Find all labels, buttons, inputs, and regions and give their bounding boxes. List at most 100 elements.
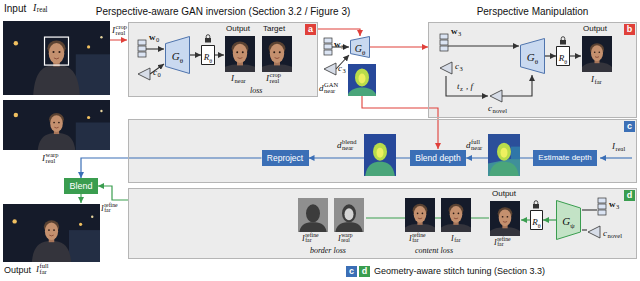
- eye: [279, 51, 281, 53]
- process-box: Blend: [64, 178, 98, 194]
- math-subscript: novel: [493, 108, 507, 115]
- math-symbol: c: [488, 104, 492, 113]
- mouth: [238, 57, 243, 59]
- flow-line: [502, 75, 532, 96]
- process-box: Estimate depth: [533, 150, 597, 166]
- face: [50, 115, 63, 132]
- caption-text: Target: [263, 25, 285, 33]
- math-superscript: crop: [116, 24, 128, 31]
- shirt: [33, 65, 80, 95]
- generator-shape: Gθ: [350, 36, 370, 58]
- face: [499, 209, 512, 226]
- math-subscript: near: [471, 145, 482, 152]
- math-symbol: I: [231, 74, 234, 83]
- math-superscript: blend: [342, 139, 356, 146]
- latent-code: [440, 46, 448, 51]
- caption-text: Geometry-aware stitch tuning (Section 3.…: [374, 267, 545, 276]
- panel-badge: a: [305, 24, 316, 35]
- face: [414, 206, 427, 223]
- building-depth: [511, 147, 520, 160]
- eye: [594, 51, 596, 53]
- math-symbol: w: [334, 40, 341, 49]
- process-label: Blend depth: [415, 153, 460, 163]
- latent-code: [598, 204, 606, 209]
- math-superscript: refine: [412, 233, 426, 239]
- mouth: [418, 218, 422, 220]
- math-superscript: refine: [104, 203, 118, 209]
- process-label: Estimate depth: [538, 153, 591, 162]
- math-symbol: w: [609, 200, 616, 209]
- math-subscript: 3: [343, 68, 346, 75]
- flow-arrow: [318, 29, 360, 36]
- camera-symbol: [138, 68, 150, 80]
- flow-line: [582, 229, 587, 230]
- stage-panel: Perspective-aware GAN inversion (Section…: [128, 22, 318, 97]
- math-subscript: 3: [460, 66, 463, 73]
- flow-arrow: [543, 219, 556, 220]
- depth-map: [348, 64, 376, 96]
- flow-line: [582, 209, 597, 210]
- nose-depth: [501, 148, 508, 158]
- math-subscript: far: [454, 238, 460, 244]
- math-symbol: I: [591, 75, 594, 84]
- eye: [58, 122, 60, 124]
- node-outline-shape: [351, 37, 370, 58]
- lock-body: [205, 38, 211, 43]
- math-symbol: d: [337, 141, 342, 150]
- building: [76, 123, 110, 151]
- border-mask: [334, 198, 364, 232]
- street-lamp: [87, 116, 90, 119]
- renderer-box: Rθ: [530, 210, 543, 230]
- eye: [599, 51, 601, 53]
- head-depth: [355, 68, 369, 86]
- node-outline-shape: [521, 39, 545, 74]
- mask-face: [345, 208, 354, 220]
- network-symbol: R: [559, 53, 565, 63]
- math-subscript: real: [341, 238, 350, 244]
- eye: [507, 216, 509, 218]
- node-outline-shape: [557, 201, 581, 240]
- math-symbol: c: [338, 64, 342, 73]
- street-lamp: [14, 41, 18, 45]
- panel-title: Perspective Manipulation: [477, 6, 589, 18]
- panel-fill: [428, 22, 637, 118]
- legend-letter: c: [346, 266, 357, 277]
- nose-depth: [359, 73, 366, 83]
- math-symbol: I: [338, 235, 341, 243]
- eye: [236, 51, 238, 53]
- math-superscript: crop: [270, 72, 282, 79]
- mouth: [595, 56, 599, 58]
- process-box: Reproject: [262, 150, 309, 166]
- flow-line: [150, 64, 164, 74]
- math-subscript: far: [595, 79, 602, 86]
- math-subscript: real: [37, 7, 48, 14]
- legend-swatch: d: [359, 266, 370, 277]
- network-subscript: θ: [535, 58, 538, 66]
- math-subscript: real: [270, 78, 280, 85]
- body-depth: [489, 162, 519, 176]
- renderer-box: Rθ: [201, 45, 215, 65]
- math-symbol: t: [457, 82, 460, 91]
- math-subscript: real: [116, 30, 126, 37]
- lock-body: [533, 204, 539, 209]
- eye: [53, 122, 55, 124]
- loss-name: content loss: [415, 247, 453, 255]
- process-label: Blend: [69, 181, 92, 191]
- network-symbol: G: [527, 51, 535, 63]
- panel-badge: c: [624, 121, 635, 132]
- eye: [502, 216, 504, 218]
- math-superscript: refine: [305, 233, 319, 239]
- face: [591, 45, 603, 61]
- shape-group: [351, 37, 370, 58]
- mask-head: [342, 204, 356, 222]
- caption-text: Output: [583, 25, 607, 33]
- math-symbol: I: [302, 235, 305, 243]
- network-subscript: θ: [564, 59, 567, 65]
- building: [76, 54, 110, 95]
- eye: [242, 51, 244, 53]
- lock-shackle: [534, 201, 538, 204]
- legend-swatch: c: [346, 266, 357, 277]
- math-symbol: I: [36, 265, 39, 274]
- caption-text: Input: [4, 4, 26, 14]
- math-symbol: d: [466, 141, 471, 150]
